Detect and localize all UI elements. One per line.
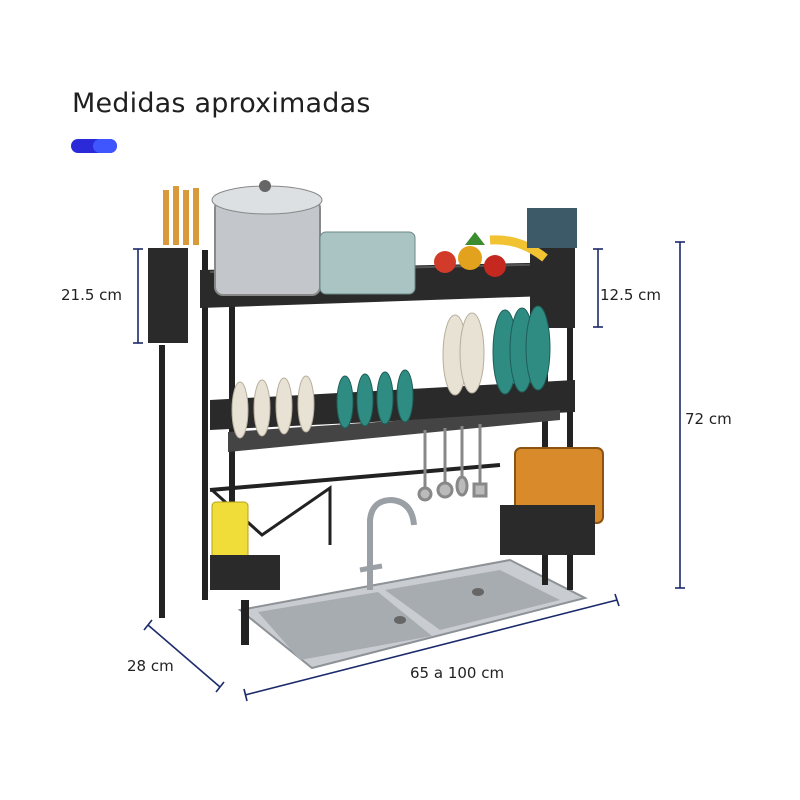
detergent-bottle	[210, 501, 280, 590]
page-title: Medidas aproximadas	[72, 88, 371, 119]
faucet	[359, 496, 417, 590]
width-range-label: 65 a 100 cm	[410, 664, 505, 682]
hanging-utensils	[417, 424, 488, 502]
total-height-label: 72 cm	[685, 410, 732, 428]
fruit-bowl	[434, 232, 548, 277]
left-shelf-height-label: 21.5 cm	[61, 286, 123, 304]
dimension-lines	[133, 241, 685, 702]
pot	[211, 180, 416, 296]
accent-bar	[71, 139, 117, 153]
sink	[237, 558, 588, 670]
knife-holder	[163, 186, 577, 248]
right-shelf-height-label: 12.5 cm	[600, 286, 662, 304]
dish-rack	[210, 305, 575, 452]
depth-line	[147, 624, 221, 688]
depth-label: 28 cm	[127, 657, 174, 675]
cutting-board	[500, 447, 604, 555]
width-line	[244, 599, 618, 696]
